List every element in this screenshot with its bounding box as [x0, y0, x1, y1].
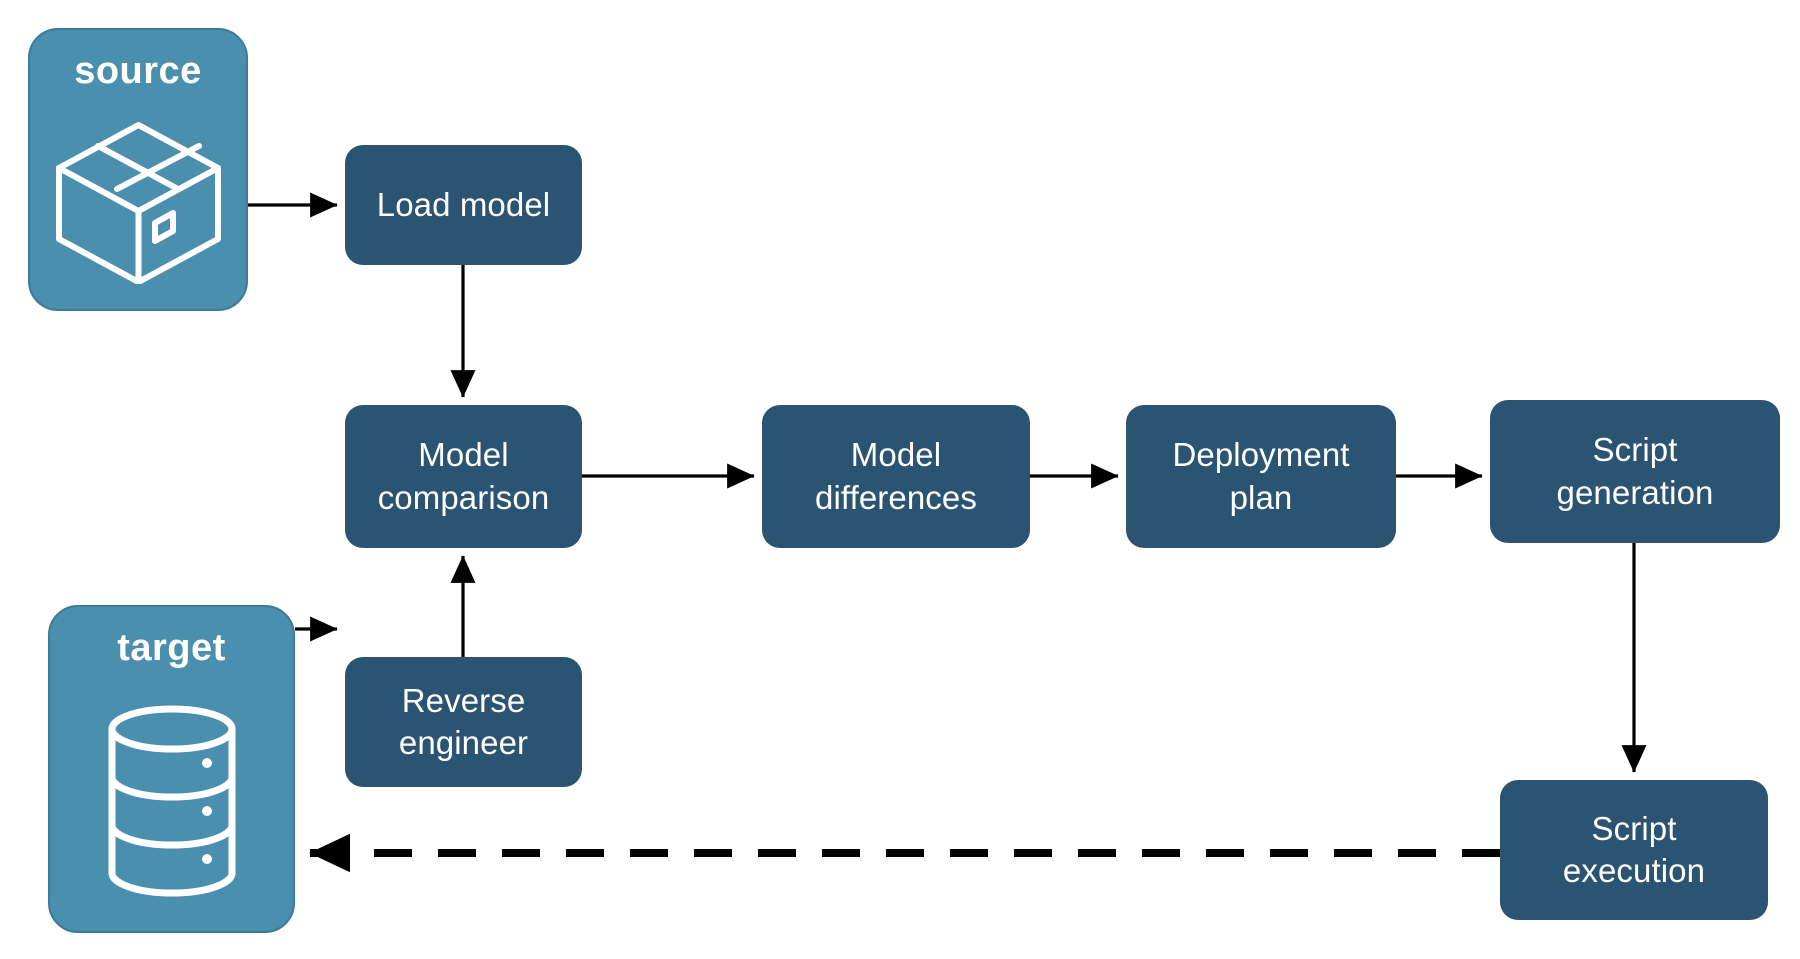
process-script-execution[interactable]: Script execution: [1500, 780, 1768, 920]
endpoint-target-label: target: [117, 627, 226, 669]
process-script-execution-label: Script execution: [1562, 809, 1706, 889]
package-cube-icon: [30, 93, 246, 309]
process-model-comparison[interactable]: Model comparison: [345, 405, 582, 548]
process-reverse-engineer-label: Reverse engineer: [398, 681, 529, 761]
process-script-generation-label: Script generation: [1556, 431, 1714, 511]
process-model-comparison-label: Model comparison: [377, 436, 550, 516]
endpoint-target[interactable]: target: [48, 605, 295, 933]
process-reverse-engineer[interactable]: Reverse engineer: [345, 657, 582, 787]
process-script-generation[interactable]: Script generation: [1490, 400, 1780, 543]
process-load-model-label: Load model: [376, 185, 551, 223]
process-model-differences-label: Model differences: [815, 436, 977, 516]
process-deployment-plan[interactable]: Deployment plan: [1126, 405, 1396, 548]
database-cylinder-icon: [50, 670, 293, 931]
process-deployment-plan-label: Deployment plan: [1172, 436, 1350, 516]
endpoint-source-label: source: [74, 50, 202, 92]
process-load-model[interactable]: Load model: [345, 145, 582, 265]
process-model-differences[interactable]: Model differences: [762, 405, 1030, 548]
endpoint-source[interactable]: source: [28, 28, 248, 311]
